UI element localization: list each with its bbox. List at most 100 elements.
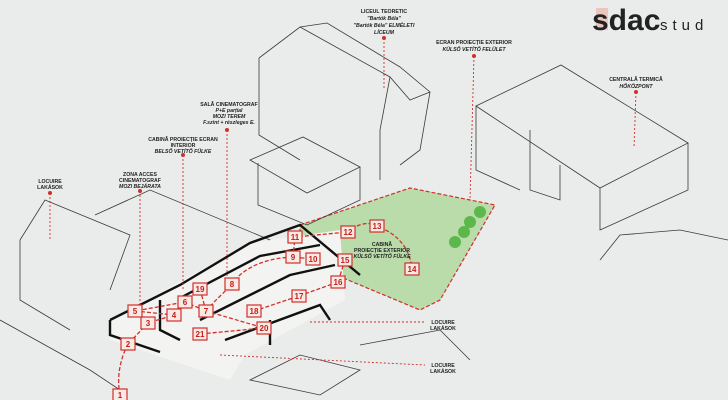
marker-box bbox=[120, 337, 136, 351]
marker-number: 19 bbox=[196, 285, 205, 294]
route-marker-18: 18 bbox=[246, 304, 262, 318]
marker-number: 2 bbox=[126, 340, 131, 349]
route-marker-10: 10 bbox=[305, 252, 321, 266]
marker-number: 18 bbox=[250, 307, 259, 316]
marker-box bbox=[291, 289, 307, 303]
marker-box bbox=[404, 262, 420, 276]
marker-number: 5 bbox=[133, 307, 138, 316]
marker-number: 4 bbox=[172, 311, 177, 320]
label-text: KÜLSŐ VETÍTŐ FÜLKE bbox=[353, 253, 411, 260]
label-text: SALĂ CINEMATOGRAF bbox=[200, 101, 257, 108]
marker-number: 13 bbox=[373, 222, 382, 231]
label-text: "Bartók Béla" ELMÉLETI bbox=[354, 21, 415, 29]
marker-box bbox=[177, 295, 193, 309]
marker-number: 7 bbox=[204, 307, 209, 316]
label-text: LOCUIRE bbox=[38, 179, 62, 185]
route-marker-8: 8 bbox=[224, 277, 240, 291]
marker-box bbox=[330, 275, 346, 289]
label-text: ECRAN PROIECȚIE EXTERIOR bbox=[436, 40, 512, 46]
route-marker-2: 2 bbox=[120, 337, 136, 351]
label-locuire-right-1: LOCUIRE LAKÁSOK bbox=[430, 320, 456, 332]
route-marker-6: 6 bbox=[177, 295, 193, 309]
marker-box bbox=[285, 250, 301, 264]
marker-number: 20 bbox=[260, 324, 269, 333]
route-marker-13: 13 bbox=[369, 219, 385, 233]
marker-number: 14 bbox=[408, 265, 417, 274]
label-text: CABINĂ bbox=[372, 241, 392, 248]
route-marker-12: 12 bbox=[340, 225, 356, 239]
route-marker-14: 14 bbox=[404, 262, 420, 276]
label-text: CINEMATOGRAF bbox=[119, 178, 161, 184]
marker-number: 12 bbox=[344, 228, 353, 237]
marker-box bbox=[369, 219, 385, 233]
marker-box bbox=[337, 253, 353, 267]
label-zona-acces: ZONA ACCES CINEMATOGRAF MOZI BEJÁRATA bbox=[119, 172, 161, 190]
label-cabina-exterior: CABINĂ PROIECȚIE EXTERIOR KÜLSŐ VETÍTŐ F… bbox=[353, 241, 411, 260]
marker-number: 3 bbox=[146, 319, 151, 328]
marker-number: 15 bbox=[341, 256, 350, 265]
marker-box bbox=[305, 252, 321, 266]
building-centrala bbox=[475, 64, 689, 231]
route-marker-19: 19 bbox=[192, 282, 208, 296]
label-text: F.szint + részleges E. bbox=[203, 120, 255, 126]
label-text: KÜLSŐ VETÍTŐ FELÜLET bbox=[442, 46, 506, 53]
marker-box bbox=[287, 230, 303, 244]
route-marker-16: 16 bbox=[330, 275, 346, 289]
label-ecran-exterior: ECRAN PROIECȚIE EXTERIOR KÜLSŐ VETÍTŐ FE… bbox=[436, 40, 512, 53]
label-text: LOCUIRE bbox=[431, 320, 455, 326]
label-text: LOCUIRE bbox=[431, 363, 455, 369]
marker-box bbox=[140, 316, 156, 330]
marker-box bbox=[192, 282, 208, 296]
label-text: LÍCEUM bbox=[374, 29, 395, 36]
sdac-logo: sdac stud bbox=[592, 4, 703, 37]
label-text: ZONA ACCES bbox=[123, 172, 157, 178]
route-marker-7: 7 bbox=[198, 304, 214, 318]
marker-number: 9 bbox=[291, 253, 296, 262]
label-text: HŐKÖZPONT bbox=[619, 83, 653, 90]
route-marker-3: 3 bbox=[140, 316, 156, 330]
route-marker-1: 1 bbox=[112, 388, 128, 400]
label-text: CABINĂ PROIECȚIE ECRAN bbox=[148, 136, 218, 143]
label-liceu: LICEUL TEORETIC "Bartók Béla" "Bartók Bé… bbox=[354, 9, 415, 36]
building-bottom-housing bbox=[248, 329, 471, 396]
label-centrala: CENTRALĂ TERMICĂ HŐKÖZPONT bbox=[609, 76, 663, 90]
marker-box bbox=[224, 277, 240, 291]
label-cabina-interior: CABINĂ PROIECȚIE ECRAN INTERIOR BELSŐ VE… bbox=[148, 136, 218, 155]
label-text: BELSŐ VETÍTŐ FÜLKE bbox=[155, 148, 212, 155]
label-text: P+E parțial bbox=[216, 108, 244, 114]
label-text: LAKÁSOK bbox=[430, 368, 456, 375]
label-text: "Bartók Béla" bbox=[367, 16, 401, 22]
label-sala: SALĂ CINEMATOGRAF P+E parțial MOZI TEREM… bbox=[200, 101, 257, 126]
marker-box bbox=[166, 308, 182, 322]
route-marker-4: 4 bbox=[166, 308, 182, 322]
marker-number: 11 bbox=[291, 233, 300, 242]
route-marker-21: 21 bbox=[192, 327, 208, 341]
marker-box bbox=[192, 327, 208, 341]
label-locuire-right-2: LOCUIRE LAKÁSOK bbox=[430, 363, 456, 375]
marker-number: 17 bbox=[295, 292, 304, 301]
building-liceu bbox=[249, 22, 431, 226]
label-text: LICEUL TEORETIC bbox=[361, 9, 408, 15]
marker-number: 10 bbox=[309, 255, 318, 264]
marker-box bbox=[112, 388, 128, 400]
trees bbox=[449, 206, 486, 248]
marker-box bbox=[246, 304, 262, 318]
marker-number: 16 bbox=[334, 278, 343, 287]
cinema-building-plan bbox=[108, 223, 361, 380]
marker-number: 6 bbox=[183, 298, 188, 307]
marker-box bbox=[256, 321, 272, 335]
label-locuire-left: LOCUIRE LAKÁSOK bbox=[37, 179, 63, 191]
route-marker-9: 9 bbox=[285, 250, 301, 264]
label-text: LAKÁSOK bbox=[37, 184, 63, 191]
route-marker-5: 5 bbox=[127, 304, 143, 318]
label-text: PROIECȚIE EXTERIOR bbox=[354, 248, 410, 254]
marker-number: 21 bbox=[196, 330, 205, 339]
route-marker-11: 11 bbox=[287, 230, 303, 244]
route-marker-17: 17 bbox=[291, 289, 307, 303]
label-text: MOZI TEREM bbox=[213, 114, 246, 120]
route-marker-20: 20 bbox=[256, 321, 272, 335]
marker-box bbox=[198, 304, 214, 318]
label-text: INTERIOR bbox=[171, 143, 196, 149]
